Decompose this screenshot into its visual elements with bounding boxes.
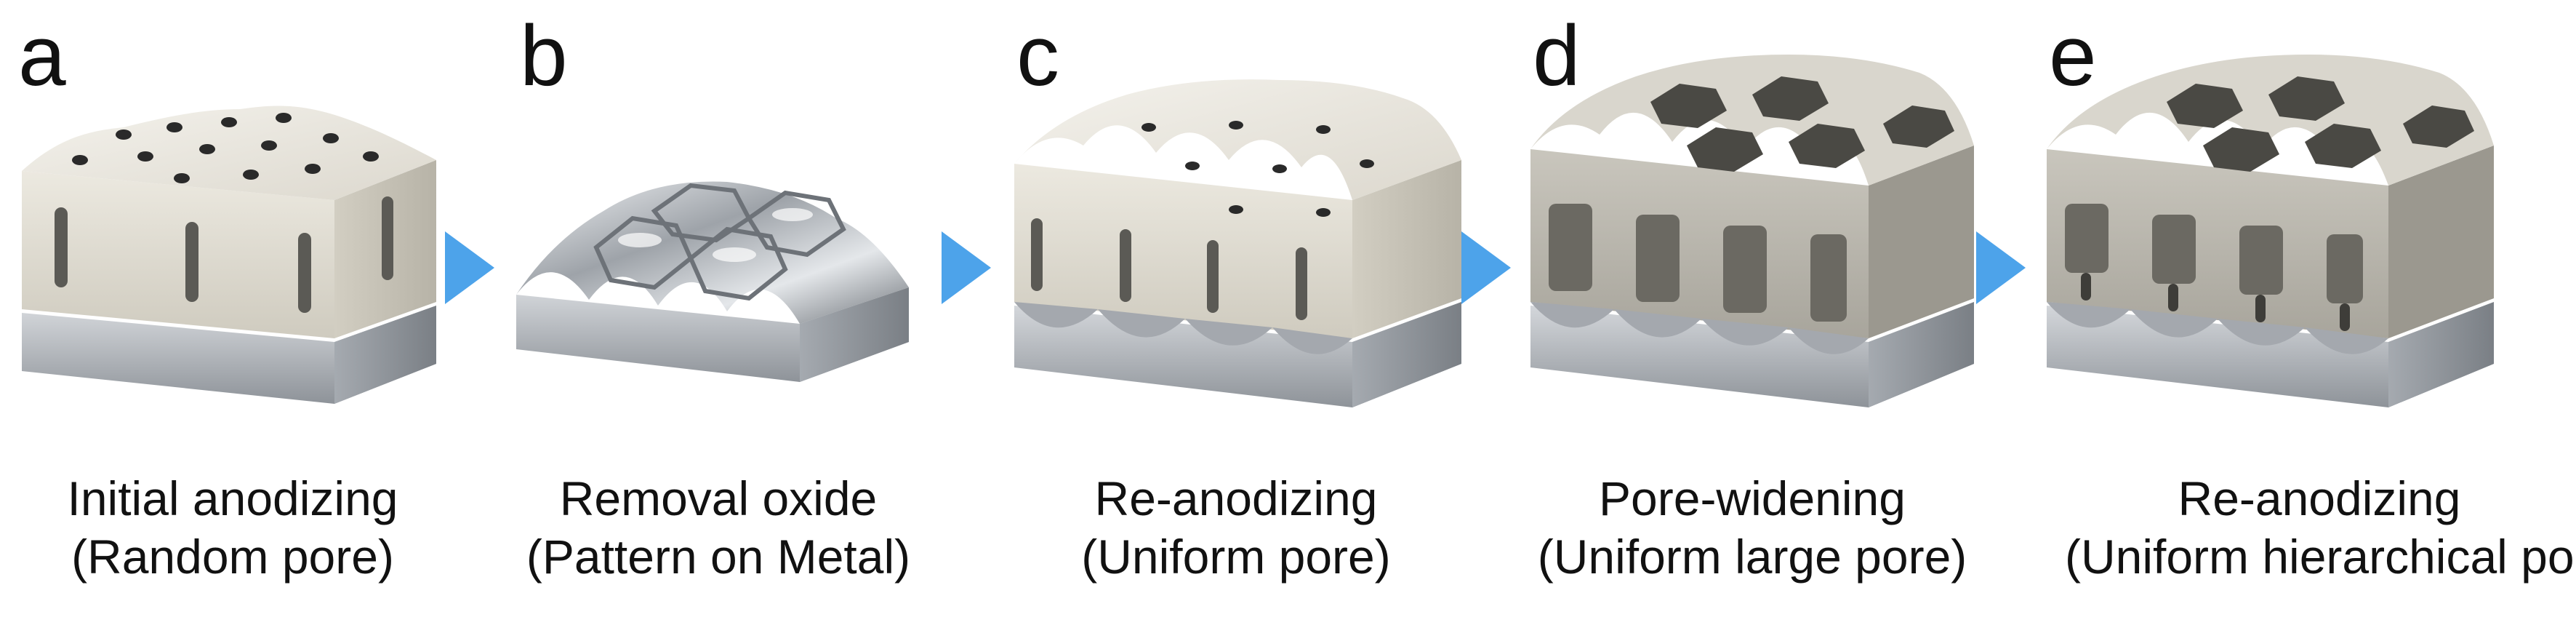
caption-a-line2: (Random pore) xyxy=(71,530,394,584)
arrow-a-to-b xyxy=(445,231,494,304)
panel-letter-b: b xyxy=(520,8,568,104)
block-a xyxy=(22,106,436,404)
block-d xyxy=(1530,55,1974,407)
caption-a-line1: Initial anodizing xyxy=(67,471,398,525)
block-c xyxy=(1014,79,1461,407)
panel-letter-a: a xyxy=(18,8,66,104)
caption-c: Re-anodizing (Uniform pore) xyxy=(1003,469,1469,586)
caption-b: Removal oxide (Pattern on Metal) xyxy=(486,469,951,586)
caption-b-line2: (Pattern on Metal) xyxy=(526,530,911,584)
arrow-c-to-d xyxy=(1461,231,1511,304)
caption-d: Pore-widening (Uniform large pore) xyxy=(1520,469,1985,586)
caption-c-line1: Re-anodizing xyxy=(1094,471,1378,525)
panel-letter-e: e xyxy=(2049,8,2097,104)
caption-c-line2: (Uniform pore) xyxy=(1081,530,1391,584)
block-e xyxy=(2047,55,2494,407)
panel-letter-c: c xyxy=(1016,8,1059,104)
caption-a: Initial anodizing (Random pore) xyxy=(0,469,465,586)
caption-e-line2: (Uniform hierarchical pore) xyxy=(2065,530,2576,584)
caption-d-line1: Pore-widening xyxy=(1599,471,1906,525)
arrow-d-to-e xyxy=(1976,231,2026,304)
caption-e: Re-anodizing (Uniform hierarchical pore) xyxy=(2065,469,2576,586)
caption-d-line2: (Uniform large pore) xyxy=(1537,530,1967,584)
caption-b-line1: Removal oxide xyxy=(559,471,878,525)
caption-e-line1: Re-anodizing xyxy=(2178,471,2461,525)
panel-letter-d: d xyxy=(1533,8,1581,104)
arrow-b-to-c xyxy=(942,231,991,304)
block-b xyxy=(516,181,909,382)
